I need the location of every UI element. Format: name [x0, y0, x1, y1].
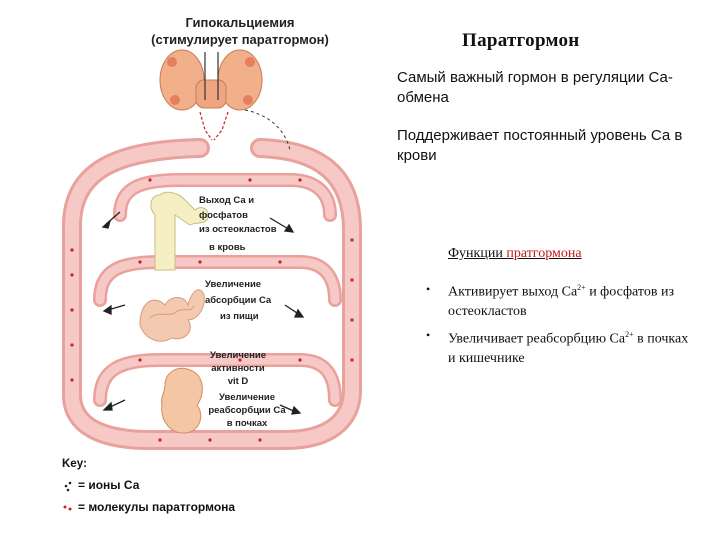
key-ca-ion-icon	[64, 481, 72, 492]
bone-label-line: из остеокластов	[199, 224, 277, 235]
function-bullet-1: Активирует выход Са2+ и фосфатов из осте…	[448, 278, 698, 321]
bullet-2-main: Увеличивает реабсорбцию Са	[448, 331, 626, 347]
functions-heading-part1: Функции	[448, 246, 507, 261]
bullet-1-main: Активирует выход Са	[448, 284, 578, 300]
flow-arrows	[101, 211, 305, 415]
vitd-label-line: активности	[211, 363, 265, 374]
slide-title: Паратгормон	[462, 30, 580, 51]
key-ca-ions-label: = ионы Са	[78, 478, 140, 492]
bullet-dot: •	[426, 328, 431, 342]
functions-heading: Функции пратгормона	[448, 246, 582, 262]
vessel-outer-fill	[64, 141, 359, 447]
header-line1: Гипокальциемия	[185, 15, 295, 30]
kidney-label-line: реабсорбции Са	[208, 405, 286, 416]
key-pth-icon	[63, 505, 72, 511]
bone-icon	[150, 191, 209, 271]
bullet-dot: •	[426, 282, 431, 296]
header-line2: (стимулирует паратгормон)	[151, 32, 329, 47]
paragraph-main-hormone: Самый важный гормон в регуляции Са-обмен…	[397, 69, 673, 106]
kidney-label-line: в почках	[226, 418, 268, 429]
kidney-label-line: Увеличение	[218, 392, 276, 403]
vitd-label: Увеличение активности vit D	[205, 349, 271, 388]
bone-label-line: Выход Са и	[199, 195, 255, 206]
vessel-loop-1-fill	[115, 175, 335, 220]
key-title: Key:	[62, 458, 87, 470]
kidney-label: Увеличение реабсорбции Са в почках	[204, 391, 290, 430]
vessel-loop-3-fill	[95, 355, 340, 405]
intestine-label-line: абсорбции Са	[205, 295, 272, 306]
key-pth-label: = молекулы паратгормона	[78, 500, 236, 514]
bone-label-line: в кровь	[209, 242, 246, 253]
vessel-dots	[70, 178, 354, 442]
bullet-2-sup: 2+	[625, 330, 634, 339]
bone-label-line: фосфатов	[199, 210, 248, 221]
intestine-label-line: из пищи	[220, 311, 259, 322]
vitd-label-line: vit D	[227, 376, 249, 387]
bullet-1-sup: 2+	[577, 283, 586, 292]
intestine-icon	[139, 289, 205, 342]
bone-label: Выход Са и фосфатов из остеокластов в кр…	[199, 194, 277, 254]
hypocalcemia-header: Гипокальциемия (стимулирует паратгормон)	[120, 14, 360, 48]
paragraph-constant-level: Поддерживает постоянный уровень Са в кро…	[397, 127, 683, 164]
intestine-label: Увеличение абсорбции Са из пищи	[205, 278, 271, 323]
functions-heading-part2: пратгормона	[506, 246, 582, 261]
kidney-icon	[161, 367, 203, 434]
vitd-label-line: Увеличение	[209, 350, 267, 361]
function-bullet-2: Увеличивает реабсорбцию Са2+ в почках и …	[448, 325, 698, 368]
bullet-2-rest: в почках и кишечнике	[448, 331, 689, 366]
intestine-label-line: Увеличение	[205, 279, 262, 290]
bullet-1-rest: и фосфатов из остеокластов	[448, 284, 674, 319]
parathyroid-gland-icon	[159, 49, 291, 151]
